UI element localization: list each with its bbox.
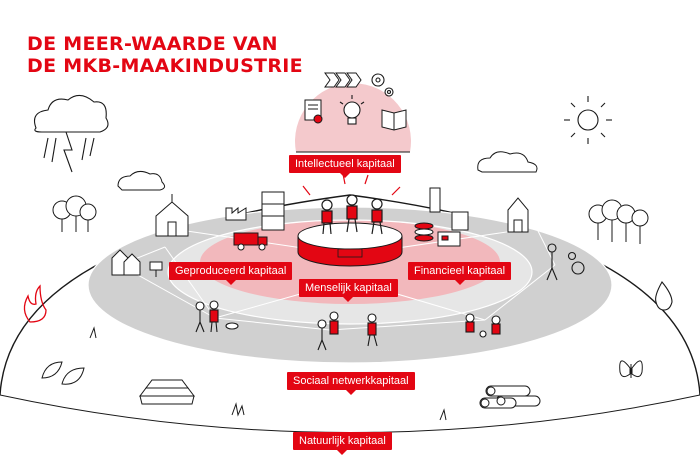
label-financial-capital: Financieel kapitaal: [408, 262, 512, 285]
stage-platform: [297, 222, 403, 267]
leaves-icon: [41, 361, 85, 385]
grass-tufts: [89, 326, 447, 421]
label-human-capital: Menselijk kapitaal: [299, 279, 398, 302]
page-title-line-1: DE MEER-WAARDE VAN: [27, 33, 278, 55]
people-icon: [546, 243, 585, 281]
truck-icon: [233, 232, 268, 251]
ring-line-mid: [167, 219, 533, 325]
coins-icon: [414, 187, 441, 242]
label-natural-capital: Natuurlijk kapitaal: [293, 432, 392, 455]
factory-icon: [225, 191, 285, 231]
ground-lower: [0, 394, 700, 433]
page-title-line-2: DE MKB-MAAKINDUSTRIE: [27, 55, 303, 77]
label-produced-capital: Geproduceerd kapitaal: [169, 262, 293, 285]
card-icon: [437, 211, 469, 247]
cloud-icon: [117, 151, 538, 191]
label-intellectual-capital: Intellectueel kapitaal: [289, 155, 401, 178]
houses-icon: [111, 249, 163, 277]
gears-icon: [371, 73, 394, 97]
water-drop-icon: [655, 281, 673, 311]
book-icon: [381, 109, 407, 131]
spark-lines: [302, 173, 401, 196]
label-social-network-capital: Sociaal netwerkkapitaal: [287, 372, 415, 395]
trees-icon: [52, 195, 649, 244]
sun-icon: [564, 96, 612, 144]
fire-icon: [23, 284, 47, 323]
storm-cloud-icon: [33, 94, 109, 173]
certificate-icon: [304, 99, 323, 124]
gold-bars-icon: [139, 379, 195, 405]
church-icon: [507, 197, 529, 233]
lightbulb-icon: [339, 95, 365, 125]
logs-icon: [479, 385, 541, 409]
chevrons-icon: [324, 72, 362, 88]
people-icon: [321, 194, 383, 235]
school-icon: [155, 194, 189, 237]
people-icon: [195, 300, 501, 351]
butterfly-icon: [619, 360, 643, 378]
